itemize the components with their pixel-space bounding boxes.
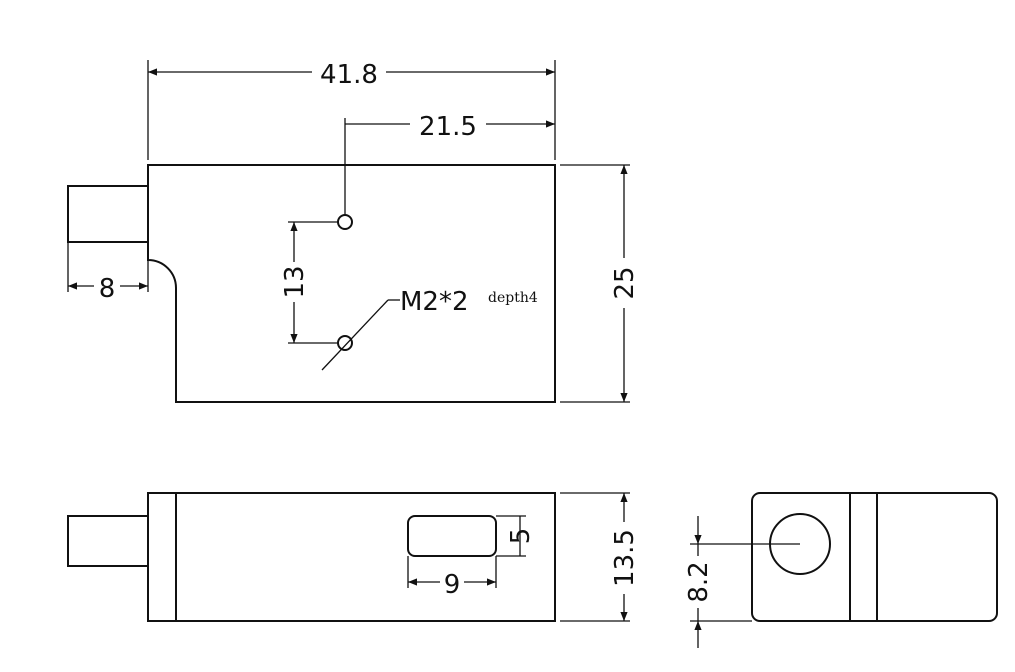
dim-text-41-8: 41.8 — [320, 60, 378, 90]
dim-text-5: 5 — [506, 528, 536, 545]
end-view — [751, 492, 998, 622]
top-view-body-outline — [147, 164, 556, 403]
dim-text-25: 25 — [610, 266, 640, 299]
end-view-body — [751, 492, 998, 622]
dim-text-9: 9 — [444, 570, 461, 600]
dim-text-13: 13 — [280, 265, 310, 298]
side-view-body — [147, 492, 556, 622]
thread-depth-text: depth4 — [488, 290, 538, 306]
dimension-side-thickness: 13.5 — [560, 492, 640, 622]
side-view-slot — [407, 515, 497, 557]
dim-text-21-5: 21.5 — [419, 112, 477, 142]
dimension-hole-offset: 21.5 — [344, 112, 555, 215]
side-view — [67, 492, 556, 622]
thread-callout-text: M2*2 — [400, 287, 469, 317]
dim-text-8: 8 — [99, 274, 116, 304]
thread-callout: M2*2 depth4 — [321, 287, 538, 371]
upper-mount-hole — [337, 214, 353, 230]
dim-text-8-2: 8.2 — [684, 561, 714, 602]
dimension-hole-spacing: 13 — [280, 221, 338, 344]
dim-text-13-5: 13.5 — [610, 529, 640, 587]
dimension-height: 25 — [560, 164, 640, 403]
dimension-stub-length: 8 — [67, 242, 149, 304]
dimension-end-hole-height: 8.2 — [684, 516, 800, 648]
dimension-slot-height: 5 — [496, 515, 536, 557]
dimension-overall-length: 41.8 — [147, 60, 556, 160]
side-view-stub — [67, 515, 149, 567]
top-view — [67, 164, 556, 403]
lower-mount-hole — [337, 335, 353, 351]
top-view-stub — [67, 185, 149, 243]
dimension-slot-width: 9 — [407, 556, 497, 600]
